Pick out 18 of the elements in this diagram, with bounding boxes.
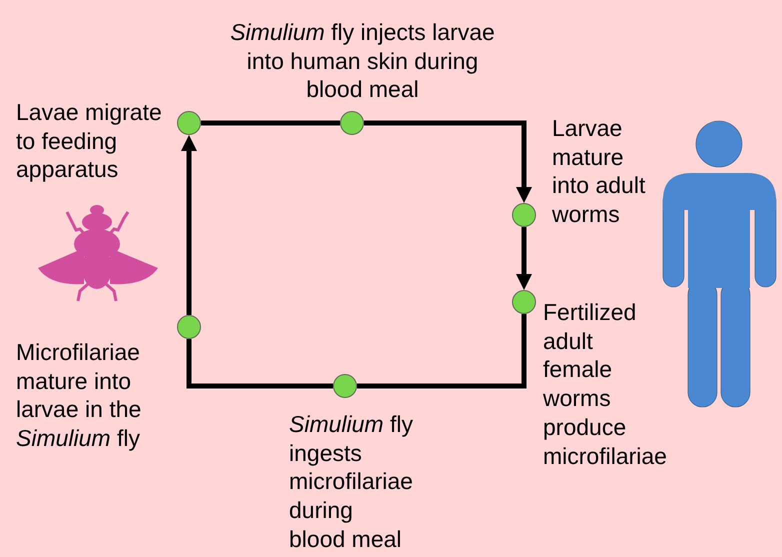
stage-description: Lavae migrate to feeding apparatus xyxy=(16,98,163,184)
connector-line xyxy=(186,339,333,388)
connector-line xyxy=(201,120,340,126)
cycle-dot xyxy=(512,203,536,227)
cycle-dot xyxy=(340,111,364,135)
arrow xyxy=(364,120,532,203)
stage-description: Microfilariae mature into larvae in the Simulium fly xyxy=(16,338,142,453)
stage-description: Simulium fly injects larvae into human skin during blood meal xyxy=(229,18,496,104)
cycle-dot xyxy=(333,374,357,398)
stage-description: Simulium fly ingests microfilariae during blood meal xyxy=(289,410,414,554)
arrow xyxy=(516,227,532,290)
stage-description: Larvae mature into adult worms xyxy=(552,114,646,229)
connector-line xyxy=(357,314,526,388)
arrow xyxy=(181,135,197,315)
cycle-dot xyxy=(177,111,201,135)
stage-description: Fertilized adult female worms produce microfilariae xyxy=(543,298,667,470)
cycle-dot xyxy=(512,290,536,314)
cycle-dot xyxy=(177,315,201,339)
